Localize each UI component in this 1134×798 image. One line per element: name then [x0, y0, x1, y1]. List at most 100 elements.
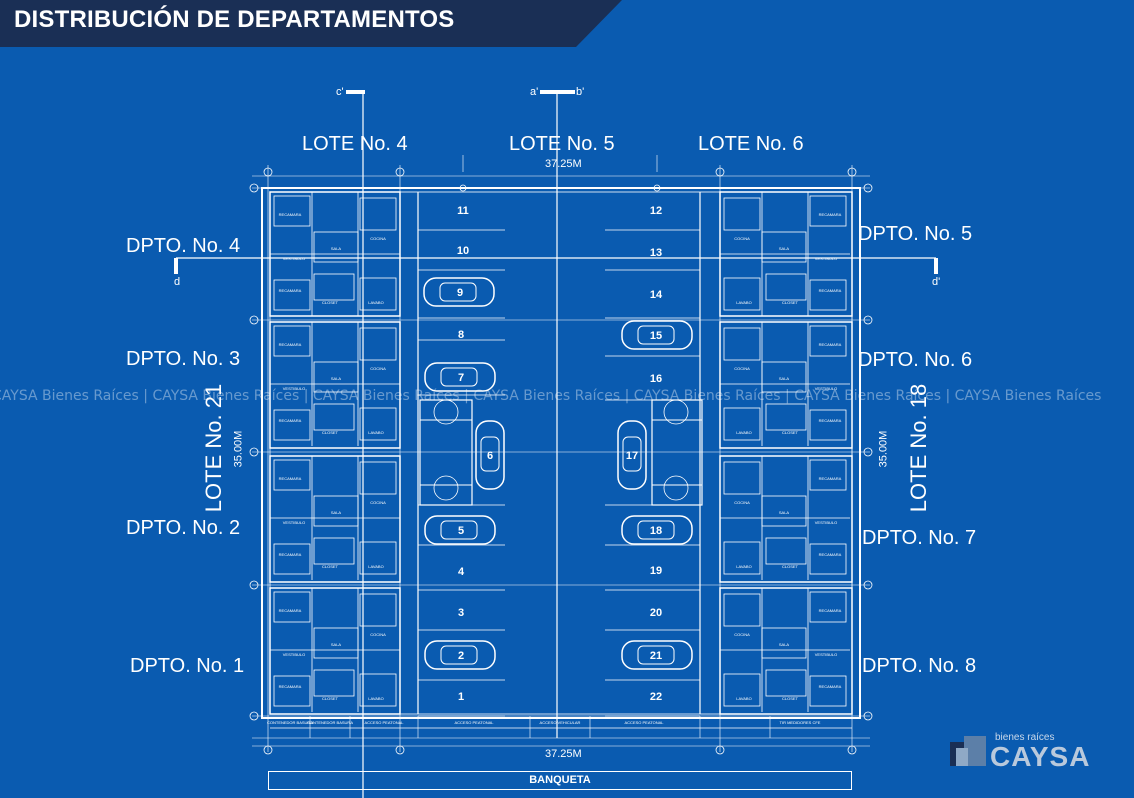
- section-marker: b': [576, 86, 585, 98]
- car-windshield: [480, 436, 500, 472]
- dimension-depth-left: 35.00M: [232, 430, 245, 468]
- stall-number: 4: [458, 566, 465, 578]
- grid-bubble: [863, 580, 873, 590]
- room-outline: [273, 279, 311, 311]
- logo-tagline: bienes raíces: [995, 732, 1055, 743]
- room-outline: [313, 537, 355, 565]
- caysa-logo-icon: [950, 736, 986, 766]
- room-label: RECAMARA: [819, 552, 842, 557]
- car-icon: [424, 362, 496, 392]
- grid-bubble: [715, 167, 725, 177]
- car-windshield: [637, 520, 675, 540]
- site-boundary: [261, 187, 861, 719]
- stall-number: 9: [457, 287, 463, 299]
- room-label: LAVABO: [368, 564, 383, 569]
- room-label: VESTIBULO: [283, 386, 305, 391]
- room-label: RECAMARA: [819, 608, 842, 613]
- title-banner: [0, 0, 622, 47]
- room-label: COCINA: [370, 500, 386, 505]
- room-outline: [359, 407, 397, 441]
- stall-number: 13: [650, 247, 662, 259]
- room-outline: [273, 409, 311, 441]
- car-icon: [423, 277, 495, 307]
- room-label: LAVABO: [736, 564, 751, 569]
- room-outline: [809, 591, 847, 623]
- grid-bubble: [847, 745, 857, 755]
- car-icon: [424, 515, 496, 545]
- room-label: VESTIBULO: [815, 256, 837, 261]
- stall-number: 16: [650, 373, 662, 385]
- car-icon: [617, 420, 647, 490]
- room-label: LAVABO: [368, 430, 383, 435]
- access-label: ACCESO VEHICULAR: [540, 720, 581, 725]
- room-label: VESTIBULO: [815, 386, 837, 391]
- room-label: VESTIBULO: [815, 652, 837, 657]
- room-label: LAVABO: [368, 300, 383, 305]
- room-label: CLOSET: [782, 300, 799, 305]
- room-label: CLOSET: [322, 300, 339, 305]
- grid-bubble: [459, 184, 467, 192]
- stall-number: 8: [458, 329, 464, 341]
- room-outline: [765, 669, 807, 697]
- room-outline: [359, 327, 397, 361]
- room-label: CLOSET: [322, 564, 339, 569]
- access-label: CONTENEDOR BASURA: [307, 720, 353, 725]
- car-icon: [424, 640, 496, 670]
- grid-bubble: [715, 745, 725, 755]
- room-outline: [313, 273, 355, 301]
- room-label: VESTIBULO: [815, 520, 837, 525]
- lot-label-top: LOTE No. 5: [509, 133, 615, 155]
- room-outline: [809, 675, 847, 707]
- room-outline: [723, 197, 761, 231]
- lot-label-top: LOTE No. 4: [302, 133, 408, 155]
- stall-number: 3: [458, 607, 464, 619]
- room-label: CLOSET: [782, 430, 799, 435]
- room-outline: [273, 325, 311, 357]
- room-label: RECAMARA: [819, 684, 842, 689]
- access-label: ACCESO PEATONAL: [455, 720, 495, 725]
- room-label: COCINA: [370, 366, 386, 371]
- logo-wordmark: CAYSA: [990, 741, 1091, 772]
- room-outline: [809, 279, 847, 311]
- stall-number: 14: [650, 289, 663, 301]
- room-label: LAVABO: [736, 300, 751, 305]
- room-label: RECAMARA: [279, 342, 302, 347]
- room-label: SALA: [331, 510, 342, 515]
- room-label: SALA: [331, 246, 342, 251]
- stall-number: 2: [458, 650, 464, 662]
- car-icon: [621, 515, 693, 545]
- stall-number: 15: [650, 330, 662, 342]
- grid-bubble: [249, 447, 259, 457]
- stall-number: 10: [457, 245, 469, 257]
- car-windshield: [440, 645, 478, 665]
- apartment-label: DPTO. No. 2: [126, 517, 241, 539]
- room-label: SALA: [331, 376, 342, 381]
- room-outline: [809, 409, 847, 441]
- room-outline: [723, 277, 761, 311]
- car-windshield: [637, 325, 675, 345]
- room-outline: [313, 403, 355, 431]
- grid-bubble: [863, 183, 873, 193]
- stall-number: 22: [650, 691, 662, 703]
- room-label: RECAMARA: [279, 288, 302, 293]
- grid-bubble: [263, 745, 273, 755]
- room-label: COCINA: [370, 236, 386, 241]
- stall-number: 17: [626, 450, 638, 462]
- stall-number: 1: [458, 691, 464, 703]
- room-outline: [765, 403, 807, 431]
- room-label: COCINA: [734, 366, 750, 371]
- room-label: RECAMARA: [279, 212, 302, 217]
- room-outline: [359, 461, 397, 495]
- room-label: COCINA: [370, 632, 386, 637]
- room-label: RECAMARA: [819, 288, 842, 293]
- access-label: ACCESO PEATONAL: [365, 720, 405, 725]
- stall-number: 7: [458, 372, 464, 384]
- room-label: RECAMARA: [819, 342, 842, 347]
- apartment-label: DPTO. No. 7: [862, 527, 977, 549]
- room-label: VESTIBULO: [283, 256, 305, 261]
- room-outline: [273, 591, 311, 623]
- apartment-label: DPTO. No. 1: [130, 655, 245, 677]
- access-label: CONTENEDOR BASURA: [267, 720, 313, 725]
